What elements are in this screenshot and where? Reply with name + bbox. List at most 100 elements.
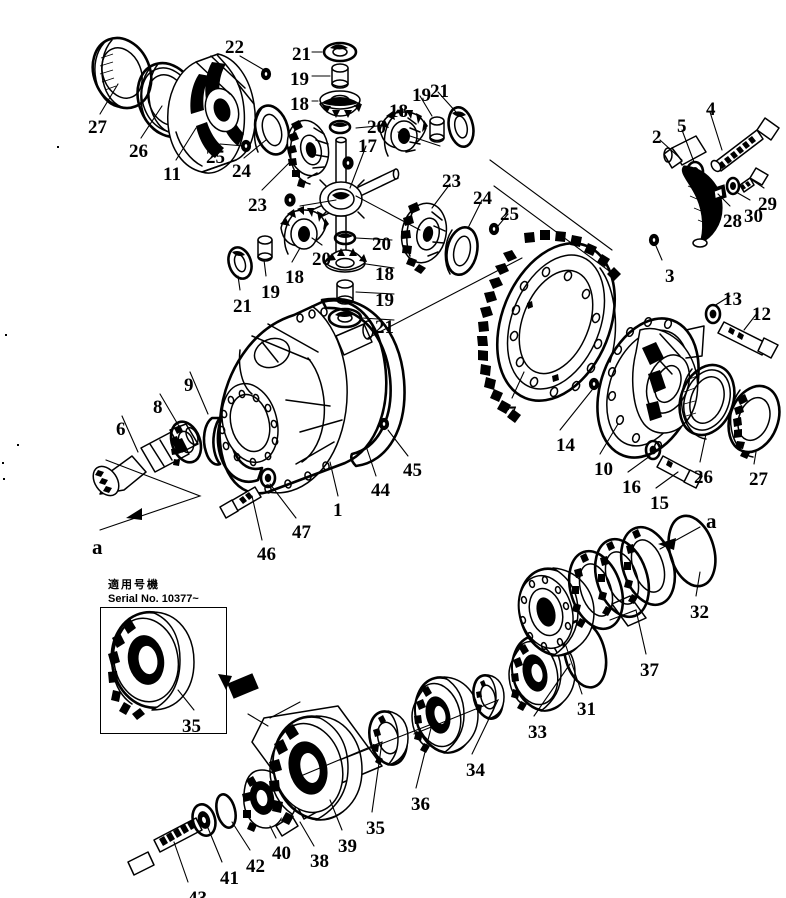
part-18-pinion-gear-lower (324, 248, 367, 273)
part-21-collar-lower (327, 307, 363, 329)
callout-number: 45 (403, 460, 422, 481)
callout-number: 36 (411, 794, 430, 815)
part-36-retainer-ring (368, 710, 409, 766)
scan-speck (3, 478, 5, 480)
part-15-bolt (656, 455, 703, 489)
part-17-spider-cross (288, 136, 400, 260)
scan-speck (2, 462, 4, 464)
callout-number: 18 (290, 94, 309, 115)
part-10-differential-case (596, 316, 705, 459)
callout-number: 27 (88, 117, 107, 138)
callout-number: 3 (665, 266, 675, 287)
part-27-seal-right (727, 384, 781, 459)
callout-number: 19 (375, 290, 394, 311)
part-47-washer (259, 467, 277, 489)
part-24-thrust-washer-left (253, 104, 291, 156)
callout-number: 28 (723, 211, 742, 232)
callout-number: 9 (184, 375, 194, 396)
part-18-pinion-gear-top (319, 90, 362, 118)
callout-number: 22 (225, 37, 244, 58)
section-a-arrow-left (99, 459, 202, 531)
part-7-ring-gear (477, 230, 621, 423)
part-31-hub (517, 567, 595, 657)
callout-number: 18 (389, 101, 408, 122)
callout-number: 39 (338, 836, 357, 857)
callout-number: 30 (744, 206, 763, 227)
callout-number: 15 (650, 493, 669, 514)
callout-number: 20 (372, 234, 391, 255)
serial-note-inset-box (100, 607, 227, 734)
callout-number: 33 (528, 722, 547, 743)
callout-number: 42 (246, 856, 265, 877)
part-23-side-gear-left (286, 119, 330, 188)
section-a-arrow-right (658, 526, 701, 550)
part-25-pin-right (488, 222, 500, 236)
inset-part-35-bearing (108, 610, 195, 720)
part-42-o-ring (215, 793, 237, 829)
callout-number: 41 (220, 868, 239, 889)
callout-number: 19 (290, 69, 309, 90)
callout-number: 19 (412, 85, 431, 106)
callout-number: 20 (312, 249, 331, 270)
callout-number: 6 (116, 419, 126, 440)
part-9-snap-ring (202, 416, 222, 466)
part-45-pin (378, 417, 390, 431)
part-8-bearing-pinion (169, 420, 203, 466)
ring-a (567, 549, 625, 631)
part-6-drive-pinion (92, 423, 199, 497)
callout-number: 38 (310, 851, 329, 872)
callout-number: 31 (577, 699, 596, 720)
callout-number: 12 (752, 304, 771, 325)
callout-number: 8 (153, 397, 163, 418)
callout-number: 25 (500, 204, 519, 225)
callout-number: 27 (749, 469, 768, 490)
callout-number: 21 (233, 296, 252, 317)
callout-number: 46 (257, 544, 276, 565)
callout-number: 26 (694, 467, 713, 488)
scan-speck (57, 146, 59, 148)
callout-number: 24 (232, 161, 251, 182)
part-18-pinion-gear-right (379, 108, 428, 157)
part-32-o-ring (667, 514, 717, 588)
part-23-side-gear-right (400, 202, 448, 274)
part-34-bearing-inner (411, 676, 479, 754)
part-12-bolt (717, 321, 779, 359)
part-20-thrust-washer-cross-right (342, 156, 354, 170)
callout-number: 40 (272, 843, 291, 864)
part-27-seal-upper-left (91, 36, 153, 110)
ring-b (593, 537, 651, 619)
callout-number: 21 (375, 317, 394, 338)
callout-number: 24 (473, 188, 492, 209)
part-35-bearing-main (251, 705, 383, 825)
callout-number: 43 (188, 889, 207, 898)
section-marker-a-right: a (706, 509, 717, 533)
part-20-thrust-washer-cross-left (284, 193, 296, 207)
part-20-thrust-washer-lower (333, 230, 357, 246)
callout-number: 14 (556, 435, 575, 456)
leader-lines (99, 51, 765, 883)
part-43-bolt-long (127, 817, 203, 876)
part-22-pin (260, 67, 272, 81)
part-21-collar-left-col (227, 246, 253, 280)
section-arrow (218, 673, 259, 699)
part-19-spacer-top (331, 63, 349, 89)
part-18-pinion-gear-left-col (280, 206, 329, 255)
part-19-spacer-right (429, 116, 445, 143)
callout-number: 35 (182, 716, 201, 737)
serial-note-english: Serial No. 10377~ (108, 593, 199, 605)
part-19-spacer-left-col (257, 235, 273, 262)
part-14-pin (588, 377, 600, 391)
part-41-washer (191, 803, 217, 837)
scan-speck (5, 334, 7, 336)
callout-number: 4 (706, 99, 716, 120)
part-16-washer (644, 439, 662, 461)
callout-number: 23 (248, 195, 267, 216)
callout-number: 20 (367, 117, 386, 138)
callout-number: 16 (622, 477, 641, 498)
part-21-collar-top (322, 41, 358, 63)
part-20-thrust-washer-top (328, 119, 352, 135)
callout-number: 11 (163, 164, 181, 185)
callout-number: 19 (261, 282, 280, 303)
